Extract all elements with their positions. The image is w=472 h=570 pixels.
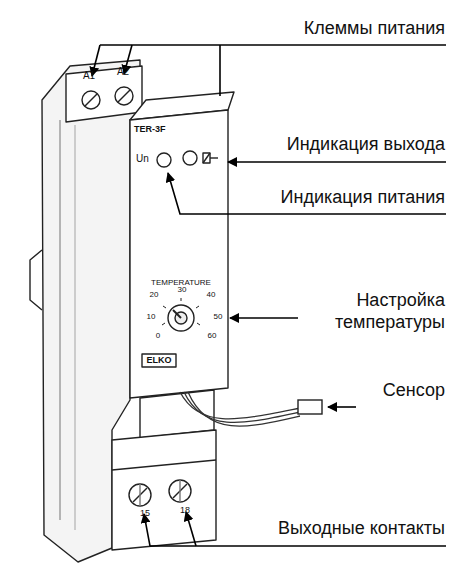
callout-text: Индикация питания xyxy=(195,187,445,209)
terminal-label: A2 xyxy=(112,66,134,78)
brand-logo: ELKO xyxy=(142,355,176,366)
led-label: Un xyxy=(136,153,158,165)
dial-number: 10 xyxy=(143,312,159,322)
dial-number: 60 xyxy=(204,331,220,341)
callout-text: Выходные контакты xyxy=(205,518,445,540)
callout-text: Сенсор xyxy=(340,380,445,402)
terminal-label: 18 xyxy=(176,505,194,516)
terminal-label: 15 xyxy=(136,508,154,519)
callout-text: Настройка температуры xyxy=(300,290,445,333)
terminal-label: A1 xyxy=(78,70,100,82)
callout-text: Индикация выхода xyxy=(205,134,445,156)
dial-number: 0 xyxy=(152,331,164,341)
model-name: TER-3F xyxy=(134,124,184,135)
callout-text: Клеммы питания xyxy=(225,18,445,40)
dial-number: 40 xyxy=(203,290,219,300)
dial-number: 30 xyxy=(174,285,190,295)
dial-number: 20 xyxy=(146,290,162,300)
dial-number: 50 xyxy=(210,312,226,322)
